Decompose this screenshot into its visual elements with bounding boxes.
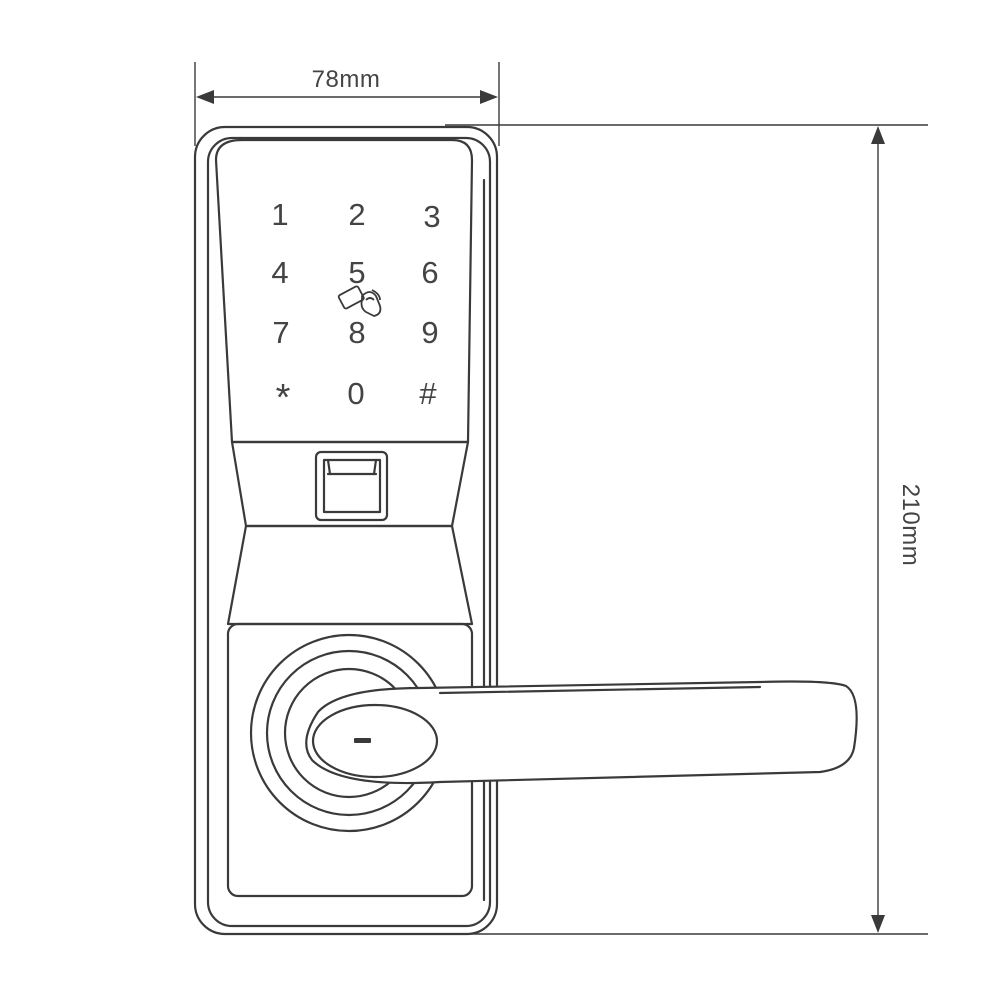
key-8[interactable]: 8 (348, 315, 365, 350)
height-label: 210mm (897, 484, 924, 567)
height-arrow-top (871, 126, 885, 144)
key-6[interactable]: 6 (421, 255, 438, 290)
height-arrow-bottom (871, 915, 885, 933)
inner-plate (206, 136, 492, 928)
key-7[interactable]: 7 (272, 315, 289, 350)
key-9[interactable]: 9 (421, 315, 438, 350)
rfid-card-icon (337, 285, 382, 317)
key-3[interactable]: 3 (423, 199, 440, 234)
fingerprint-sensor-icon[interactable] (314, 450, 389, 522)
key-1[interactable]: 1 (271, 197, 288, 232)
outer-plate (193, 125, 499, 936)
fingerprint-band (230, 440, 470, 528)
key-star[interactable]: * (276, 377, 291, 419)
width-arrow-left (196, 90, 214, 104)
key-4[interactable]: 4 (271, 255, 288, 290)
keypad: 1 2 3 4 5 6 7 8 9 * 0 # (271, 197, 440, 419)
key-2[interactable]: 2 (348, 197, 365, 232)
taper-section (226, 524, 474, 626)
key-0[interactable]: 0 (347, 376, 364, 411)
lock-body (193, 125, 499, 936)
width-label: 78mm (312, 66, 381, 93)
height-dimension: 210mm (445, 124, 928, 935)
key-5[interactable]: 5 (348, 255, 365, 290)
width-dimension: 78mm (194, 62, 500, 146)
lever-edge-highlight (438, 685, 762, 695)
lever-hub (311, 703, 439, 779)
key-hash[interactable]: # (419, 376, 437, 411)
lever-handle[interactable] (305, 680, 858, 785)
keyhole-icon[interactable] (354, 738, 371, 743)
lever-handle-assembly (249, 633, 858, 833)
width-arrow-right (480, 90, 498, 104)
